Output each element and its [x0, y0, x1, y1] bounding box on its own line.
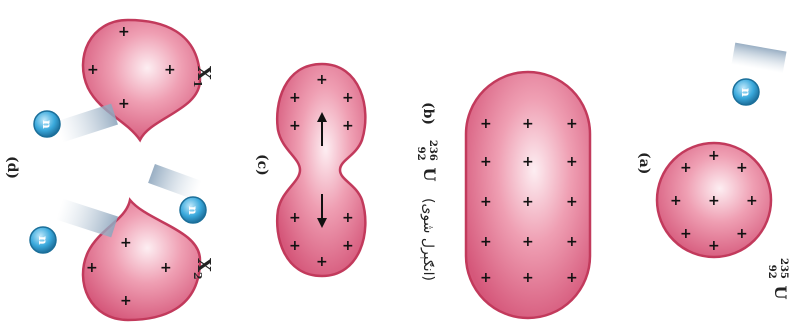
nucleus-target: + + + + + + + + + [657, 143, 771, 257]
nucleus-charge: + [736, 160, 748, 176]
nucleus-charge: + [746, 193, 758, 209]
svg-text:(a): (a) [636, 152, 652, 174]
stage-b-label: (b) 236 92 U [414, 102, 442, 181]
nucleus-charge: + [670, 193, 682, 209]
nucleus-charge: + [566, 154, 578, 170]
nucleus-charge: + [480, 270, 492, 286]
isotope-u235-label: 235 92 U [765, 258, 793, 300]
nucleus-charge: + [289, 90, 301, 106]
fragment-x2-charge: + [120, 293, 132, 309]
nucleus-charge: + [342, 118, 354, 134]
nucleus-charge: + [522, 154, 534, 170]
fragment-x1-charge: + [87, 62, 99, 78]
nucleus-charge: + [708, 148, 720, 164]
nucleus-charge: + [480, 194, 492, 210]
nucleus-charge: + [566, 116, 578, 132]
svg-text:n: n [40, 120, 54, 129]
nucleus-charge: + [289, 210, 301, 226]
svg-text:n: n [186, 206, 200, 215]
nucleus-charge: + [522, 270, 534, 286]
nucleus-charge: + [480, 116, 492, 132]
nucleus-charge: + [736, 226, 748, 242]
nucleus-charge: + [708, 238, 720, 254]
svg-text:X1: X1 [191, 66, 214, 88]
stage-a-label: (a) [636, 152, 652, 174]
nucleus-compound: + + + + + + + + + + + + + + + [466, 72, 590, 318]
fragment-x1-charge: + [164, 62, 176, 78]
nucleus-charge: + [566, 270, 578, 286]
nucleus-charge: + [522, 116, 534, 132]
neutron: n [180, 197, 206, 223]
nucleus-charge: + [522, 194, 534, 210]
nucleus-charge: + [316, 254, 328, 270]
nucleus-charge: + [342, 210, 354, 226]
nucleus-elongated: + + + + + + + + + + [277, 64, 365, 276]
svg-text:X2: X2 [191, 258, 214, 280]
svg-text:235 92 U: 235 92 U [765, 258, 793, 300]
nucleus-charge: + [289, 118, 301, 134]
nucleus-charge: + [522, 234, 534, 250]
fragment-x1-charge: + [118, 24, 130, 40]
svg-text:(d): (d) [4, 156, 20, 179]
nucleus-charge: + [480, 154, 492, 170]
nucleus-charge: + [566, 194, 578, 210]
svg-text:(b) 236 92 U: (b) 236 92 U [414, 102, 442, 181]
nucleus-charge: + [680, 160, 692, 176]
neutron: n [34, 111, 60, 137]
fragment-x1-label: X1 [191, 66, 214, 88]
svg-text:n: n [739, 88, 753, 97]
stage-d-label: (d) [4, 156, 20, 179]
stage-c-label: (c) [254, 154, 270, 176]
nucleus-charge: + [566, 234, 578, 250]
fragment-x2-charge: + [120, 235, 132, 251]
nucleus-charge: + [708, 193, 720, 209]
nucleus-charge: + [316, 72, 328, 88]
svg-text:(انګېرل شوی): (انګېرل شوی) [420, 198, 436, 281]
neutron: n [30, 227, 56, 253]
nucleus-charge: + [342, 90, 354, 106]
svg-text:n: n [36, 236, 50, 245]
neutron-trail [731, 43, 786, 74]
nucleus-charge: + [342, 238, 354, 254]
nucleus-charge: + [289, 238, 301, 254]
nucleus-charge: + [480, 234, 492, 250]
fragment-x2-charge: + [86, 260, 98, 276]
fragment-x2-label: X2 [191, 258, 214, 280]
fragment-x2-charge: + [160, 260, 172, 276]
fragment-x1-charge: + [118, 96, 130, 112]
stage-b-note: (انګېرل شوی) [420, 198, 436, 281]
svg-text:(c): (c) [254, 154, 270, 176]
neutron-incoming: n [733, 79, 759, 105]
nucleus-charge: + [680, 226, 692, 242]
